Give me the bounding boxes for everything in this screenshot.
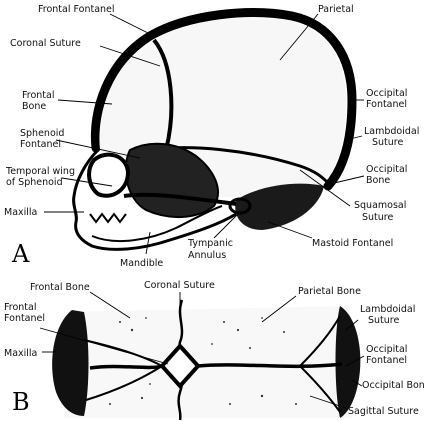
leader-tympanic: [214, 214, 238, 238]
label-tympanic-1: Tympanic: [187, 238, 233, 249]
label-coronal-suture-b: Coronal Suture: [144, 280, 215, 291]
orbit: [89, 155, 128, 196]
panel-b: Frontal Bone Coronal Suture Parietal Bon…: [4, 280, 424, 420]
label-occipital-fontanel-1: Occipital: [366, 88, 407, 99]
label-parietal: Parietal: [318, 4, 354, 15]
label-squamosal-2: Suture: [362, 212, 393, 223]
occipital-rim: [336, 306, 361, 418]
label-mandible: Mandible: [120, 258, 163, 269]
label-sphenoid-1: Sphenoid: [20, 128, 64, 139]
label-occipital-fontanel-2: Fontanel: [366, 99, 407, 110]
teeth: [90, 214, 126, 222]
panel-letter-b: B: [12, 388, 30, 416]
label-squamosal-1: Squamosal: [354, 200, 406, 211]
label-temporal-wing-2: of Sphenoid: [6, 177, 63, 188]
label-frontal-fontanel-b-1: Frontal: [4, 302, 37, 313]
label-frontal-bone-b: Frontal Bone: [30, 282, 90, 293]
leader-frontal-fontanel: [110, 14, 150, 34]
frontal-rim: [52, 310, 88, 416]
panel-a: Frontal Fontanel Parietal Coronal Suture…: [4, 4, 419, 269]
label-sagittal-suture-b: Sagittal Suture: [348, 406, 419, 417]
label-maxilla-b: Maxilla: [4, 348, 37, 359]
label-parietal-bone-b: Parietal Bone: [298, 286, 361, 297]
label-occipital-bone-1: Occipital: [366, 164, 407, 175]
label-occipital-bone-b: Occipital Bone: [362, 380, 424, 391]
leader-mandible: [146, 232, 150, 254]
leader-mastoid-fontanel: [268, 222, 312, 238]
label-mastoid-fontanel: Mastoid Fontanel: [312, 238, 393, 249]
label-coronal-suture: Coronal Suture: [10, 38, 81, 49]
label-frontal-bone-1: Frontal: [22, 90, 55, 101]
label-frontal-bone-2: Bone: [22, 101, 46, 112]
label-tympanic-2: Annulus: [188, 250, 226, 261]
label-temporal-wing-1: Temporal wing: [5, 166, 75, 177]
label-occipital-fontanel-b-1: Occipital: [366, 344, 407, 355]
label-lambdoidal-1: Lambdoidal: [364, 126, 419, 137]
label-lambdoidal-b-2: Suture: [368, 315, 399, 326]
label-sphenoid-2: Fontanel: [20, 139, 61, 150]
label-frontal-fontanel-b-2: Fontanel: [4, 313, 45, 324]
label-occipital-fontanel-b-2: Fontanel: [366, 355, 407, 366]
label-frontal-fontanel: Frontal Fontanel: [38, 4, 115, 15]
label-lambdoidal-2: Suture: [372, 137, 403, 148]
panel-letter-a: A: [11, 240, 30, 268]
label-occipital-bone-2: Bone: [366, 175, 390, 186]
label-maxilla-a: Maxilla: [4, 207, 37, 218]
label-lambdoidal-b-1: Lambdoidal: [360, 304, 415, 315]
skull-top-fill: [64, 306, 352, 418]
